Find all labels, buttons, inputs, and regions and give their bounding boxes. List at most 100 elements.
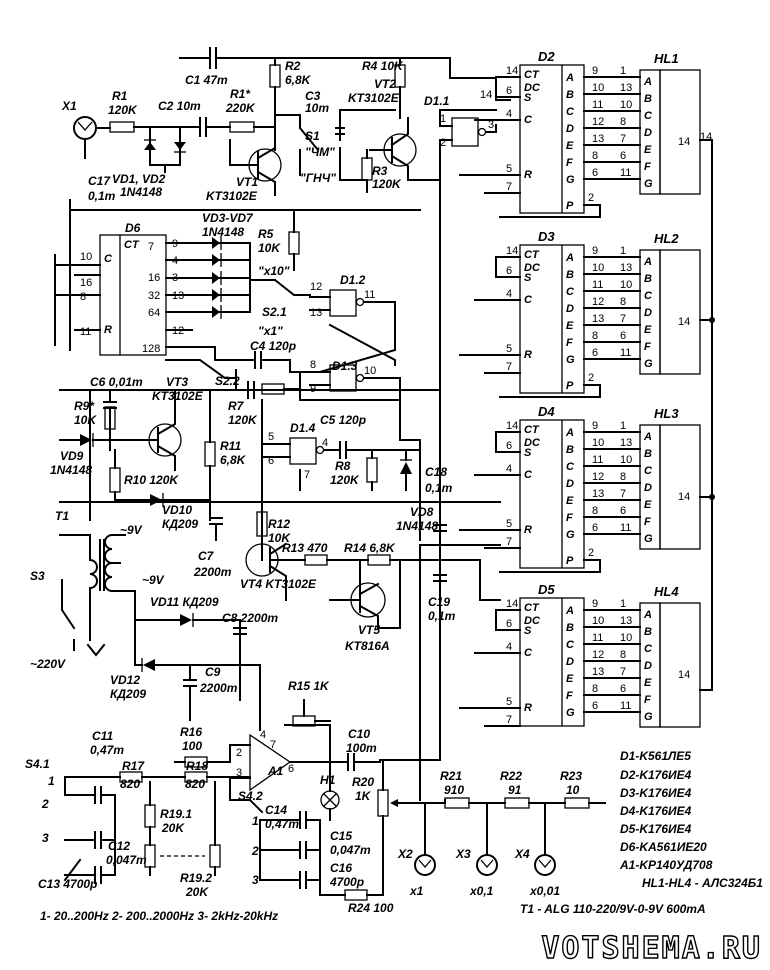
pin-number: 6	[506, 265, 512, 277]
pin-number: 1	[620, 598, 626, 610]
pin-number: 6	[506, 618, 512, 630]
pin-number: 6	[592, 347, 598, 359]
pin-number: 7	[620, 666, 626, 678]
part-legend: D1-K561ЛЕ5D2-K176ИЕ4D3-K176ИЕ4D4-K176ИЕ4…	[520, 749, 763, 916]
pin-number: 10	[620, 632, 632, 644]
pin-number: 16	[80, 277, 92, 289]
label-x4m: x0,01	[529, 884, 560, 898]
label-r10: R10 120K	[124, 473, 179, 487]
label-c2: C2 10m	[158, 99, 201, 113]
pin-number: 6	[592, 522, 598, 534]
pin-number: 12	[592, 471, 604, 483]
pin-label: F	[566, 690, 573, 702]
label-c10v: 100m	[346, 741, 377, 755]
pin-number: 4	[322, 437, 328, 449]
pin-label: A	[565, 605, 574, 617]
label-x10: "x10"	[258, 264, 290, 278]
pin-number: 13	[620, 262, 632, 274]
segment-label: E	[644, 677, 652, 689]
label-r1: R1	[112, 89, 128, 103]
label-s1b: "ГНЧ"	[300, 171, 336, 185]
label-r16: R16	[180, 725, 202, 739]
label-r24: R24 100	[348, 901, 394, 915]
pin-number: 1	[620, 65, 626, 77]
pin-number: 10	[592, 262, 604, 274]
pin-label: R	[524, 524, 532, 536]
pin-label: P	[566, 200, 574, 212]
pin-number: 9	[592, 245, 598, 257]
d6-divider	[54, 199, 421, 407]
pin-label: E	[566, 673, 574, 685]
pin-label: C	[524, 114, 533, 126]
pin-number: 1	[620, 245, 626, 257]
pin-number: 14	[678, 669, 690, 681]
segment-label: A	[643, 609, 652, 621]
pin-number: 14	[506, 598, 518, 610]
pin-label: A	[565, 72, 574, 84]
legend-line: HL1-HL4 - АЛС324Б1	[642, 876, 763, 890]
legend-line: D1-K561ЛЕ5	[620, 749, 691, 763]
display-column: ABCDEFG14HL1ABCDEFG14HL2ABCDEFG14HL3ABCD…	[639, 51, 701, 728]
pin-number: 5	[506, 163, 512, 175]
label-r23: R23	[560, 769, 582, 783]
pin-label: S	[524, 625, 532, 637]
pin-number: 8	[620, 471, 626, 483]
counter-name: D3	[538, 229, 555, 244]
label-c12v: 0,047m	[106, 853, 147, 867]
pin-label: P	[566, 380, 574, 392]
pin-number: 7	[506, 536, 512, 548]
pin-number: 14	[506, 65, 518, 77]
input-section	[73, 47, 511, 196]
pin-label: CT	[524, 602, 540, 614]
pin-label: G	[566, 707, 575, 719]
label-c17: C17	[88, 174, 111, 188]
frequency-ranges: 1- 20..200Hz 2- 200..2000Hz 3- 2kHz-20kH…	[40, 909, 278, 923]
pin-number: 7	[506, 181, 512, 193]
label-vt3: VT3	[166, 375, 188, 389]
pin-number: 7	[270, 739, 276, 751]
pin-number: 12	[310, 281, 322, 293]
pin-number: 8	[620, 649, 626, 661]
pin-number: 12	[172, 325, 184, 337]
pin-number: 5	[506, 696, 512, 708]
segment-label: B	[644, 626, 652, 638]
pin-number: 11	[80, 326, 91, 338]
label-vt2t: KT3102E	[348, 91, 400, 105]
label-vt2: VT2	[374, 77, 396, 91]
pin-label: S	[524, 272, 532, 284]
pin-label: B	[566, 444, 574, 456]
pin-label: F	[566, 157, 573, 169]
pin-number: 7	[620, 133, 626, 145]
pin-label: CT	[524, 69, 540, 81]
label-x2m: x1	[409, 884, 424, 898]
pin-number: 4	[506, 288, 512, 300]
diode-ladder	[191, 236, 276, 319]
pin-label: R	[524, 169, 532, 181]
label-r8v: 120K	[330, 473, 360, 487]
label-s42: S4.2	[238, 789, 263, 803]
label-r3v: 120K	[372, 177, 402, 191]
segment-label: F	[644, 161, 651, 173]
pin-label: C	[566, 461, 575, 473]
resistor-r1	[109, 121, 135, 133]
label-c12: C12	[108, 839, 130, 853]
pin-label: A	[565, 427, 574, 439]
pin-label: E	[566, 320, 574, 332]
label-t1: T1	[55, 509, 69, 523]
pin-number: 13	[620, 82, 632, 94]
label-d13: D1.3	[332, 359, 358, 373]
pin-number: 9	[592, 420, 598, 432]
label-vt1: VT1	[236, 175, 258, 189]
pin-number: 13	[620, 437, 632, 449]
pin-number: 9	[592, 598, 598, 610]
label-r3: R3	[372, 164, 388, 178]
label-r18: R18	[186, 759, 208, 773]
label-vd37t: 1N4148	[202, 225, 244, 239]
label-r22v: 91	[508, 783, 522, 797]
pin-number: 11	[620, 347, 631, 359]
pin-number: 6	[592, 700, 598, 712]
